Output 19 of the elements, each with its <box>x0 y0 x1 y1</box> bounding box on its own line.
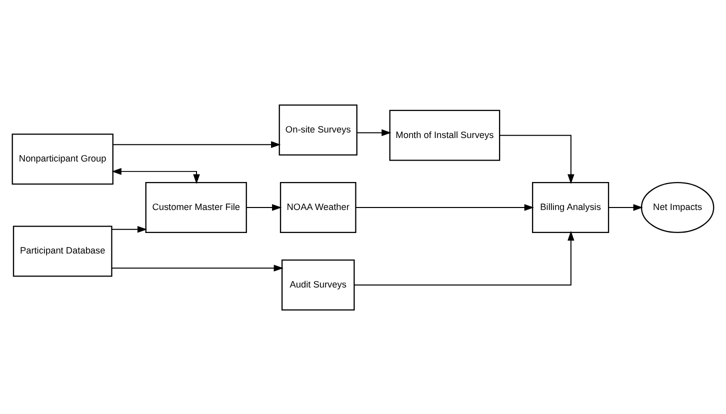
node-box: Audit Surveys <box>281 258 355 310</box>
arrow <box>354 230 574 285</box>
arrow <box>355 204 534 210</box>
arrow <box>112 168 200 184</box>
arrow <box>608 204 643 210</box>
node-box: Month of Install Surveys <box>389 109 500 160</box>
arrow <box>246 204 282 210</box>
arrow <box>499 134 574 184</box>
node-box: On-site Surveys <box>278 104 358 156</box>
node-box: Nonparticipant Group <box>12 133 114 184</box>
node-ellipse: Net Impacts <box>640 182 714 232</box>
node-box: Billing Analysis <box>532 182 610 232</box>
arrow <box>356 128 392 136</box>
node-box: Customer Master File <box>145 182 247 232</box>
arrow <box>111 225 148 232</box>
arrow <box>112 140 281 148</box>
node-box: NOAA Weather <box>280 182 356 232</box>
node-box: Participant Database <box>12 225 112 276</box>
arrow <box>111 264 284 271</box>
